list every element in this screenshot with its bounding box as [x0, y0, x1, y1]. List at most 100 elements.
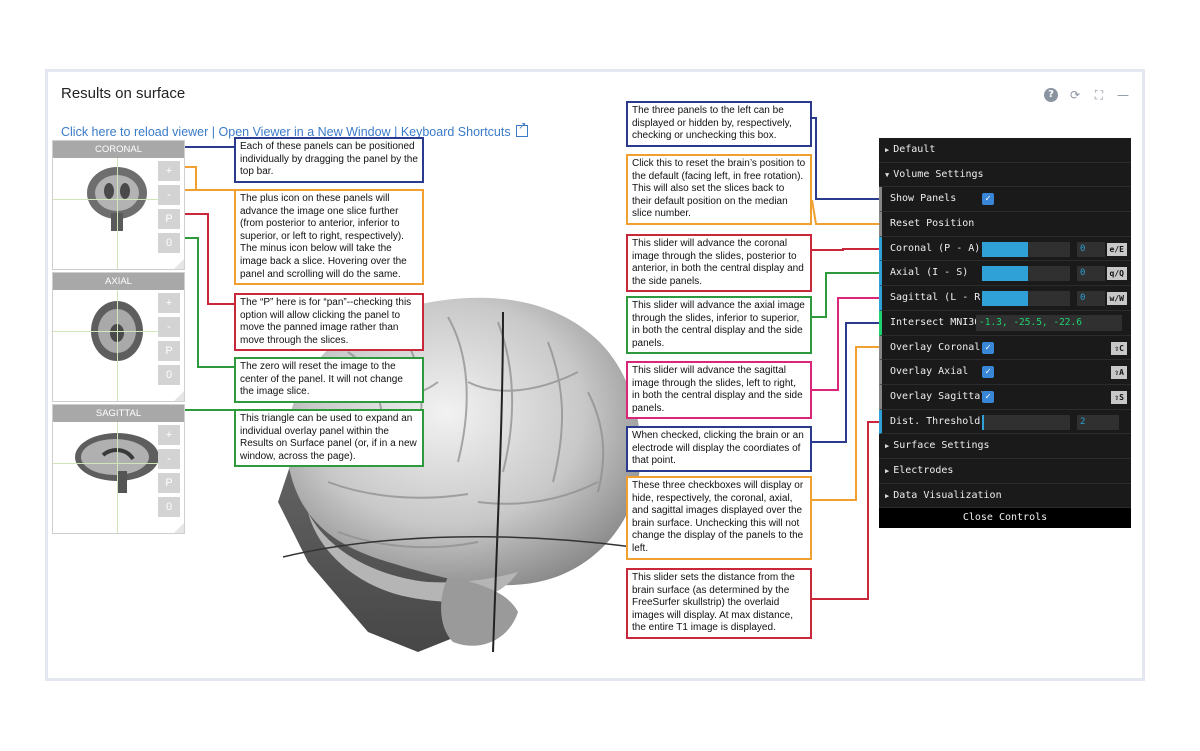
overlay-axial-shortcut: ⇧A [1111, 366, 1127, 380]
coronal-value[interactable]: 0 [1077, 241, 1105, 257]
axial-value[interactable]: 0 [1077, 266, 1105, 282]
keyboard-shortcuts-link[interactable]: Keyboard Shortcuts [400, 125, 511, 139]
zero-button[interactable]: 0 [158, 365, 180, 385]
coronal-label: Coronal (P - A) [890, 242, 981, 254]
caret-right-icon: ▶ [885, 466, 890, 475]
reload-viewer-link[interactable]: Click here to reload viewer [61, 125, 209, 139]
sagittal-label: Sagittal (L - R) [890, 292, 987, 304]
threshold-label: Dist. Threshold [890, 415, 981, 427]
panel-header[interactable]: CORONAL [53, 141, 184, 158]
coronal-slider[interactable] [982, 241, 1070, 257]
show-panels-checkbox[interactable]: ✓ [982, 193, 994, 206]
threshold-value[interactable]: 2 [1077, 414, 1119, 430]
external-link-icon [516, 121, 529, 137]
folder-label: Volume Settings [893, 168, 984, 180]
connector-intersect [812, 322, 879, 443]
plus-button[interactable]: + [158, 293, 180, 313]
threshold-slider[interactable] [982, 414, 1070, 430]
folder-label: Electrodes [893, 464, 954, 476]
reset-position-button[interactable]: Reset Position [890, 218, 975, 230]
note-overlay: These three checkboxes will display or h… [626, 476, 812, 560]
open-new-window-link[interactable]: Open Viewer in a New Window [218, 125, 391, 139]
zero-button[interactable]: 0 [158, 233, 180, 253]
link-separator: | [211, 125, 216, 139]
close-controls-button[interactable]: Close Controls [879, 508, 1131, 529]
zero-button[interactable]: 0 [158, 497, 180, 517]
folder-label: Surface Settings [893, 440, 990, 452]
note-triangle: This triangle can be used to expand an i… [234, 409, 424, 468]
folder-default[interactable]: ▶Default [879, 138, 1131, 163]
overlay-sagittal-checkbox[interactable]: ✓ [982, 390, 994, 403]
panel-buttons: + - P 0 [158, 161, 180, 253]
help-icon[interactable]: ? [1044, 88, 1058, 102]
connector-show-panels [812, 117, 879, 200]
overlay-sagittal-shortcut: ⇧S [1111, 390, 1127, 404]
crosshair-horizontal [53, 331, 163, 332]
sagittal-slider[interactable] [982, 291, 1070, 307]
sagittal-panel[interactable]: SAGITTAL + - P 0 [52, 404, 185, 534]
note-show-panels: The three panels to the left can be disp… [626, 101, 812, 147]
panel-buttons: + - P 0 [158, 293, 180, 385]
axial-panel[interactable]: AXIAL + - P 0 [52, 272, 185, 402]
note-coronal-slider: This slider will advance the coronal ima… [626, 234, 812, 293]
connector-sagittal [812, 297, 879, 391]
overlay-sagittal-label: Overlay Sagittal [890, 390, 987, 402]
resize-triangle-icon[interactable] [174, 523, 184, 533]
caret-down-icon: ▼ [885, 170, 890, 179]
overlay-coronal-label: Overlay Coronal [890, 341, 981, 353]
axial-slider[interactable] [982, 266, 1070, 282]
pan-button[interactable]: P [158, 341, 180, 361]
viewer-links: Click here to reload viewer | Open Viewe… [61, 121, 529, 139]
axial-row: Axial (I - S) 0 q/Q [879, 261, 1131, 287]
plus-button[interactable]: + [158, 161, 180, 181]
expand-icon[interactable]: ⛶ [1094, 88, 1104, 102]
controls-panel: ▶Default ▼Volume Settings Show Panels ✓ … [879, 138, 1131, 529]
pan-button[interactable]: P [158, 209, 180, 229]
show-panels-label: Show Panels [890, 193, 957, 205]
intersect-label: Intersect MNI305 [890, 316, 987, 328]
note-drag-panels: Each of these panels can be positioned i… [234, 137, 424, 183]
connector-overlay [812, 346, 879, 501]
minimize-icon[interactable]: — [1117, 88, 1129, 102]
folder-surface-settings[interactable]: ▶Surface Settings [879, 434, 1131, 459]
minus-button[interactable]: - [158, 449, 180, 469]
coronal-panel[interactable]: CORONAL + - P 0 [52, 140, 185, 270]
slider-fill [982, 414, 984, 430]
folder-volume-settings[interactable]: ▼Volume Settings [879, 163, 1131, 188]
note-threshold: This slider sets the distance from the b… [626, 568, 812, 639]
panel-header[interactable]: AXIAL [53, 273, 184, 290]
intersect-coordinates-field[interactable]: -1.3, -25.5, -22.6 [976, 314, 1122, 331]
panel-header[interactable]: SAGITTAL [53, 405, 184, 422]
plus-button[interactable]: + [158, 425, 180, 445]
crosshair-vertical [117, 290, 118, 401]
refresh-icon[interactable]: ⟳ [1069, 88, 1081, 102]
note-plus-minus: The plus icon on these panels will advan… [234, 189, 424, 286]
results-on-surface-card: Results on surface ? ⟳ ⛶ — Click here to… [45, 69, 1145, 681]
folder-label: Default [893, 144, 936, 155]
sagittal-value[interactable]: 0 [1077, 291, 1105, 307]
minus-button[interactable]: - [158, 185, 180, 205]
link-separator: | [394, 125, 398, 139]
folder-data-visualization[interactable]: ▶Data Visualization [879, 484, 1131, 509]
connector-reset [811, 199, 879, 225]
overlay-sagittal-row: Overlay Sagittal ✓ ⇧S [879, 384, 1131, 410]
folder-electrodes[interactable]: ▶Electrodes [879, 459, 1131, 484]
reset-position-row[interactable]: Reset Position [879, 212, 1131, 237]
show-panels-row: Show Panels ✓ [879, 187, 1131, 213]
resize-triangle-icon[interactable] [174, 259, 184, 269]
overlay-coronal-checkbox[interactable]: ✓ [982, 341, 994, 354]
connector-threshold [812, 421, 879, 600]
overlay-axial-row: Overlay Axial ✓ ⇧A [879, 360, 1131, 385]
note-intersect: When checked, clicking the brain or an e… [626, 426, 812, 472]
crosshair-vertical [117, 158, 118, 269]
pan-button[interactable]: P [158, 473, 180, 493]
overlay-coronal-row: Overlay Coronal ✓ ⇧C [879, 335, 1131, 361]
overlay-coronal-shortcut: ⇧C [1111, 341, 1127, 355]
threshold-row: Dist. Threshold 2 [879, 409, 1131, 435]
note-zero: The zero will reset the image to the cen… [234, 357, 424, 403]
minus-button[interactable]: - [158, 317, 180, 337]
overlay-axial-checkbox[interactable]: ✓ [982, 366, 994, 379]
card-tools: ? ⟳ ⛶ — [1044, 88, 1130, 102]
resize-triangle-icon[interactable] [174, 391, 184, 401]
axial-shortcut: q/Q [1106, 267, 1127, 281]
